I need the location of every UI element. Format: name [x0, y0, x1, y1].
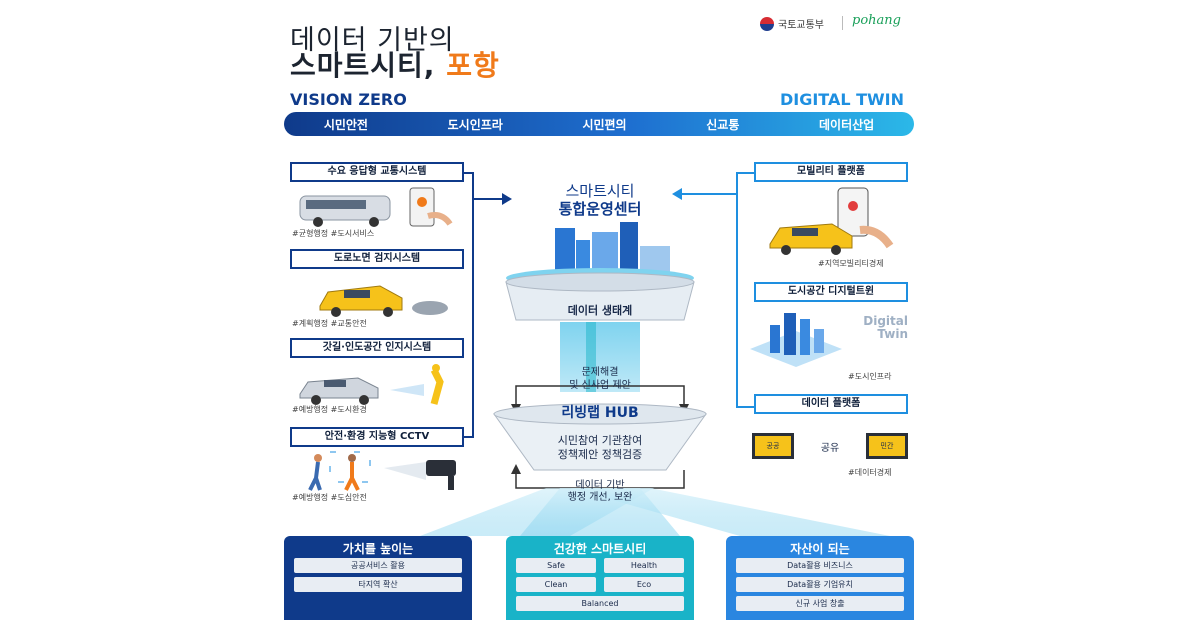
system-tags: #데이터경제 — [848, 468, 892, 477]
admin-improvement-label-1: 데이터 기반 — [575, 480, 625, 491]
panel-item: Health — [604, 558, 684, 573]
cctv-illustration — [308, 451, 456, 491]
data-share-illustration: 공공 공유 민간 — [752, 433, 908, 463]
vision-zero-label: VISION ZERO — [290, 90, 407, 109]
category-item: 데이터산업 — [818, 117, 875, 132]
title-accent: 포항 — [446, 49, 500, 82]
system-tags: #예방행정 #도시환경 — [292, 405, 367, 414]
car-pedestrian-illustration — [299, 364, 444, 405]
system-tags: #도시인프라 — [848, 372, 892, 381]
panel-healthy-city: 건강한 스마트시티 Safe Health Clean Eco Balanced — [506, 536, 694, 620]
right-connector — [736, 172, 754, 408]
system-tags: #지역모빌리티경제 — [818, 259, 884, 268]
taeguk-icon — [760, 16, 774, 31]
title-line-2: 스마트시티, 포항 — [290, 44, 500, 84]
participation-label-2: 정책제안 정책검증 — [557, 448, 643, 461]
system-box-cctv: 안전·환경 지능형 CCTV — [290, 427, 464, 447]
arrow-right-icon — [502, 193, 512, 205]
center-diagram — [420, 222, 890, 536]
participation-label-1: 시민참여 기관참여 — [557, 434, 643, 447]
panel-item: Data활용 비즈니스 — [736, 558, 904, 573]
operation-center-title-2: 통합운영센터 — [558, 200, 642, 218]
panel-item: 타지역 확산 — [294, 577, 462, 592]
category-item: 시민편의 — [582, 117, 627, 132]
system-box-mobility: 모빌리티 플랫폼 — [754, 162, 908, 182]
private-monitor: 민간 — [866, 433, 908, 459]
category-band: 시민안전 도시인프라 시민편의 신교통 데이터산업 — [284, 112, 914, 136]
problem-solving-label-1: 문제해결 — [581, 367, 619, 378]
molit-logo: 국토교통부 — [760, 16, 824, 31]
problem-solving-label-2: 및 신사업 제안 — [569, 380, 631, 391]
system-tags: #균형행정 #도시서비스 — [292, 229, 375, 238]
digital-twin-label: DIGITAL TWIN — [779, 90, 904, 109]
panel-asset: 자산이 되는 Data활용 비즈니스 Data활용 기업유치 신규 사업 창출 — [726, 536, 914, 620]
panel-item: Eco — [604, 577, 684, 592]
share-label: 공유 — [820, 443, 840, 454]
mobility-illustration — [769, 187, 894, 255]
right-arrow-line — [682, 193, 736, 195]
left-arrow-line — [474, 198, 504, 200]
panel-item: Data활용 기업유치 — [736, 577, 904, 592]
pohang-logo: pohang — [852, 13, 901, 28]
panel-item: Safe — [516, 558, 596, 573]
admin-improvement-label-2: 행정 개선, 보완 — [567, 492, 633, 503]
living-lab-hub-title: 리빙랩 HUB — [561, 405, 639, 421]
panel-item: 공공서비스 활용 — [294, 558, 462, 573]
system-tags: #계획행정 #교통안전 — [292, 319, 367, 328]
panel-title: 가치를 높이는 — [342, 542, 414, 556]
category-item: 시민안전 — [323, 117, 368, 132]
logo-divider — [842, 16, 843, 30]
operation-center-title-1: 스마트시티 — [565, 182, 635, 200]
panel-item: Clean — [516, 577, 596, 592]
taxi-sensor-illustration — [319, 285, 448, 317]
system-box-drt: 수요 응답형 교통시스템 — [290, 162, 464, 182]
system-box-digital-twin: 도시공간 디지털트윈 — [754, 282, 908, 302]
left-connector — [464, 172, 474, 438]
system-box-sidewalk: 갓길·인도공간 인지시스템 — [290, 338, 464, 358]
poster: 데이터 기반의 스마트시티, 포항 국토교통부 pohang VISION ZE… — [270, 0, 930, 628]
van-illustration — [299, 187, 453, 227]
category-item: 신교통 — [706, 117, 740, 132]
panel-item: Balanced — [516, 596, 684, 611]
panel-item: 신규 사업 창출 — [736, 596, 904, 611]
digital-twin-illustration — [750, 313, 842, 367]
panel-value: 가치를 높이는 공공서비스 활용 타지역 확산 — [284, 536, 472, 620]
data-ecosystem-label: 데이터 생태계 — [567, 304, 633, 317]
public-monitor: 공공 — [752, 433, 794, 459]
panel-title: 건강한 스마트시티 — [553, 542, 647, 556]
panel-title: 자산이 되는 — [790, 542, 850, 556]
system-tags: #예방행정 #도심안전 — [292, 493, 367, 502]
arrow-left-icon — [672, 188, 682, 200]
system-box-road: 도로노면 검지시스템 — [290, 249, 464, 269]
molit-logo-text: 국토교통부 — [778, 20, 824, 31]
system-box-data-platform: 데이터 플랫폼 — [754, 394, 908, 414]
title-main: 스마트시티, — [290, 49, 436, 82]
category-item: 도시인프라 — [447, 117, 503, 132]
title-line-1: 데이터 기반의 — [290, 25, 455, 56]
